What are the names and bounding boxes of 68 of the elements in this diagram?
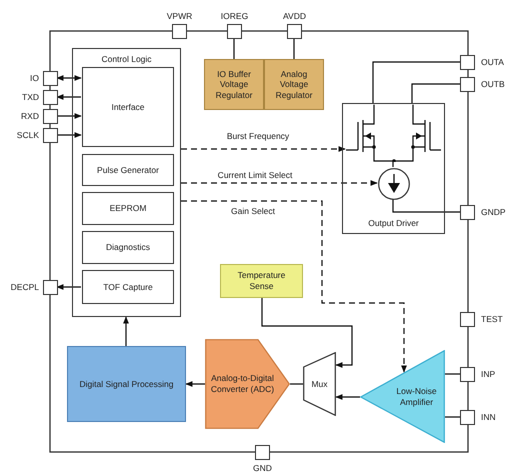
function-block (82, 67, 174, 147)
pin-label: GND (253, 463, 272, 473)
arrow (335, 394, 360, 400)
function-block (204, 59, 264, 110)
pin-label: IOREG (220, 11, 248, 21)
block-label: Pulse Generator (97, 164, 159, 176)
pin-label: DECPL (10, 282, 39, 292)
function-block (82, 270, 174, 304)
pin-label: TEST (481, 314, 503, 324)
block-label: Analog-to-Digital Converter (ADC) (210, 373, 276, 395)
pin-label: VPWR (166, 11, 192, 21)
connector-line (392, 199, 460, 213)
connector-line (290, 383, 303, 385)
pin-label: IO (30, 73, 39, 83)
block-label: Low-Noise Amplifier (395, 386, 438, 408)
connector-line (445, 373, 460, 375)
adc-pentagon (205, 339, 290, 429)
output-driver-block (342, 103, 445, 234)
block-label: Analog Voltage Regulator (274, 68, 314, 100)
pin-label: RXD (21, 111, 39, 121)
block-label: Digital Signal Processing (79, 378, 174, 390)
pin-label: INN (481, 412, 496, 422)
function-block (82, 231, 174, 264)
arrow (56, 284, 81, 290)
pin-label: TXD (22, 92, 39, 102)
connector-line (372, 61, 460, 103)
arrow (57, 113, 82, 119)
arrow (261, 298, 353, 368)
edge-label: Current Limit Select (216, 170, 294, 180)
block-label: Mux (311, 378, 328, 390)
arrow (56, 75, 82, 81)
dashed-arrow (181, 146, 346, 152)
block-title: Control Logic (100, 54, 153, 65)
connector-line (411, 83, 460, 103)
pin-label: INP (481, 369, 496, 379)
connector-line (233, 38, 235, 59)
connector-line (445, 416, 460, 418)
block-label: Diagnostics (106, 242, 150, 253)
connector-line (293, 38, 295, 59)
arrow (185, 381, 205, 387)
block-label: Interface (111, 102, 145, 112)
block-label: TOF Capture (103, 282, 153, 292)
block-label: EEPROM (110, 203, 146, 214)
mosfet-drawing (346, 104, 442, 162)
amplifier-triangle (360, 350, 445, 443)
dashed-arrow (181, 180, 378, 186)
pin-label: SCLK (16, 130, 39, 140)
pin-label: OUTA (481, 57, 504, 67)
pin-label: AVDD (283, 11, 306, 21)
function-block (220, 264, 303, 298)
mux-trapezoid (303, 352, 336, 416)
function-block (264, 59, 324, 110)
block-title: Output Driver (367, 218, 420, 229)
block-label: IO Buffer Voltage Regulator (214, 68, 254, 100)
arrow (123, 316, 129, 346)
dashed-arrow (181, 200, 407, 373)
block-label: Temperature Sense (236, 270, 286, 292)
edge-label: Burst Frequency (226, 131, 290, 141)
arrow (56, 94, 81, 100)
pin-label: OUTB (481, 79, 505, 89)
current-source-symbol (378, 168, 410, 200)
function-block (82, 192, 174, 225)
function-block (67, 346, 186, 422)
control-logic-block (72, 48, 181, 317)
pin-label: GNDP (481, 207, 506, 217)
arrow (57, 132, 82, 138)
edge-label: Gain Select (230, 206, 276, 216)
function-block (82, 154, 174, 186)
